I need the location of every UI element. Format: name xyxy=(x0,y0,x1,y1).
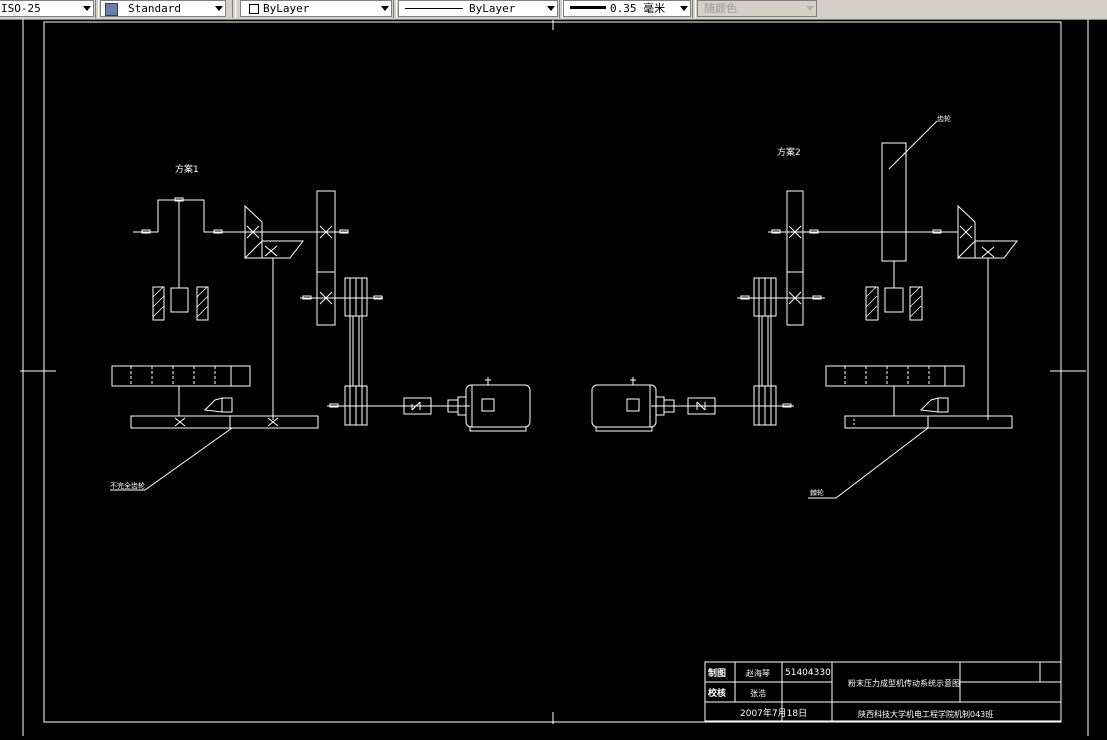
toolbar-separator xyxy=(559,0,563,18)
toolbar-separator xyxy=(692,0,696,18)
student-id: 51404330 xyxy=(785,668,831,678)
chevron-down-icon[interactable] xyxy=(83,6,91,11)
drawing-canvas[interactable]: 方案1 方案2 齿轮 不完全齿轮 棘轮 制图 赵海琴 51404330 粉末压力… xyxy=(0,17,1107,739)
textstyle-dropdown[interactable]: Standard xyxy=(100,0,226,17)
lineweight-dropdown[interactable]: 0.35 毫米 xyxy=(563,0,691,17)
chevron-down-icon[interactable] xyxy=(215,6,223,11)
chevron-down-icon[interactable] xyxy=(680,6,688,11)
linetype-dropdown[interactable]: ByLayer xyxy=(398,0,558,17)
ratchet-note: 棘轮 xyxy=(810,488,824,497)
scheme-1-label: 方案1 xyxy=(175,163,199,175)
title-block xyxy=(704,661,1062,722)
properties-toolbar: ISO-25 Standard ByLayer ByLayer 0.35 毫米 … xyxy=(0,0,1107,20)
lineweight-value: 0.35 毫米 xyxy=(610,2,666,15)
toolbar-separator xyxy=(232,0,236,18)
linetype-value: ByLayer xyxy=(469,2,516,15)
text-style-icon[interactable] xyxy=(105,3,118,16)
layer-color-dropdown[interactable]: ByLayer xyxy=(240,0,392,17)
lineweight-sample-icon xyxy=(570,6,606,9)
incomplete-gear-note: 不完全齿轮 xyxy=(110,481,145,490)
textstyle-value: Standard xyxy=(128,2,181,15)
drawing-date: 2007年7月18日 xyxy=(740,707,807,719)
school-name: 陕西科技大学机电工程学院机制043班 xyxy=(858,709,993,719)
checked-by-role: 校核 xyxy=(708,687,726,699)
scheme-2-label: 方案2 xyxy=(777,146,801,158)
color-swatch-icon xyxy=(249,4,259,14)
layer-color-value: ByLayer xyxy=(263,2,310,15)
plotstyle-dropdown: 随颜色 xyxy=(697,0,817,17)
sheet-border xyxy=(20,17,1089,739)
drawing-svg[interactable]: 方案1 方案2 齿轮 不完全齿轮 棘轮 制图 赵海琴 51404330 粉末压力… xyxy=(0,17,1107,739)
scheme-2-mechanism xyxy=(591,120,1019,499)
drawing-title: 粉末压力成型机传动系统示意图 xyxy=(848,678,960,688)
gear-label: 齿轮 xyxy=(937,114,951,123)
chevron-down-icon xyxy=(806,6,814,11)
checked-by-name: 张浩 xyxy=(750,688,766,698)
chevron-down-icon[interactable] xyxy=(547,6,555,11)
drawn-by-role: 制图 xyxy=(708,667,726,679)
chevron-down-icon[interactable] xyxy=(381,6,389,11)
dimstyle-dropdown[interactable]: ISO-25 xyxy=(0,0,94,17)
toolbar-separator xyxy=(95,0,99,18)
dimstyle-value: ISO-25 xyxy=(1,2,41,15)
toolbar-separator xyxy=(393,0,397,18)
scheme-1-mechanism xyxy=(110,190,531,491)
plotstyle-value: 随颜色 xyxy=(704,2,737,15)
linetype-sample-icon xyxy=(405,8,463,9)
drawn-by-name: 赵海琴 xyxy=(746,668,770,678)
